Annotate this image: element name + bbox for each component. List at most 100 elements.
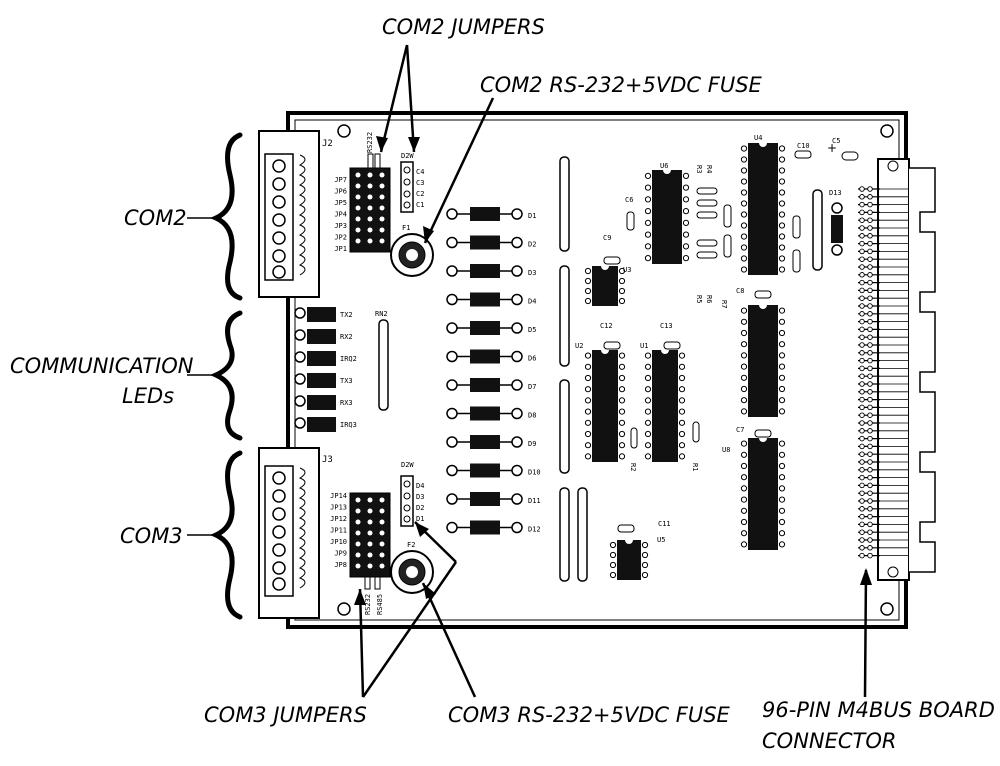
jumper-pin	[367, 541, 373, 547]
led-label: RX2	[340, 333, 353, 341]
ic-chip	[740, 305, 786, 417]
mounting-hole-bl	[337, 602, 351, 616]
communication-leds-label-line2: LEDs	[122, 384, 174, 408]
diode-pad	[446, 293, 458, 306]
diode-body	[470, 406, 500, 421]
diode-pad	[511, 407, 523, 420]
jumper-pin	[367, 227, 373, 233]
diode-label: D2	[528, 241, 536, 249]
diode-label: D6	[528, 355, 536, 363]
ic-label: U8	[722, 446, 730, 454]
jumper-pin	[355, 563, 361, 569]
diode-pad	[446, 379, 458, 391]
resistor-label: R4	[705, 165, 713, 173]
led-label: IRQ3	[340, 421, 357, 429]
resistor-label: R3	[695, 165, 703, 173]
diode-label: D10	[528, 469, 541, 477]
jumper-pin	[355, 541, 361, 547]
ic-label: U5	[657, 536, 665, 544]
jumper-label: C2	[416, 190, 424, 198]
led-body	[307, 417, 336, 432]
resistor-label: R5	[695, 295, 703, 303]
j3-connector	[258, 447, 320, 619]
jumper-label: JP2	[334, 234, 347, 242]
jumper-label: JP3	[334, 222, 347, 230]
jumper-pin	[379, 497, 385, 503]
jumper-label: D2	[416, 504, 424, 512]
com2-jumper-block	[349, 153, 391, 253]
diode-pad	[511, 265, 523, 277]
diode-pad	[446, 208, 458, 220]
jumper-pin	[367, 205, 373, 211]
jumper-label: JP8	[334, 561, 347, 569]
diode-body	[470, 463, 500, 478]
diode-label: D4	[528, 298, 536, 306]
diode-pad	[446, 407, 458, 420]
capacitor-label: C12	[600, 322, 613, 330]
jumper-pin	[379, 519, 385, 525]
diode-pad	[511, 322, 523, 334]
jumper-label: JP1	[334, 245, 347, 253]
j2-terminals	[272, 159, 286, 279]
ic-label: U6	[660, 162, 668, 170]
ic-chip	[584, 350, 626, 462]
capacitor-label: C9	[603, 234, 611, 242]
diode-pad	[511, 293, 523, 306]
diode-pad	[446, 493, 458, 505]
com3-d-header	[400, 475, 414, 527]
ic-chip	[740, 143, 786, 275]
diode-label: D11	[528, 497, 541, 505]
jumper-pin	[379, 238, 385, 244]
resistor-label: R1	[691, 463, 699, 471]
diode-pad	[511, 379, 523, 391]
ic-chip	[609, 540, 649, 580]
led-body	[307, 351, 336, 366]
jumper-label: D4	[416, 482, 424, 490]
mounting-hole-tr	[880, 124, 894, 138]
resistors	[630, 187, 718, 449]
j2-connector	[258, 130, 320, 298]
diode-body	[470, 207, 500, 221]
diode-pad	[446, 265, 458, 277]
capacitor-label: C10	[797, 142, 810, 150]
jumper-pin	[379, 227, 385, 233]
jumper-label: JP13	[330, 504, 347, 512]
jumper-pin	[367, 183, 373, 189]
jumper-pin	[379, 541, 385, 547]
j2-label: J2	[322, 139, 333, 149]
capacitor-label: C5	[832, 137, 840, 145]
f2-label: F2	[407, 541, 415, 549]
jumper-pin	[379, 172, 385, 178]
com3-fuse-label: COM3 RS-232+5VDC FUSE	[448, 703, 731, 727]
diode-pad	[511, 493, 523, 505]
d2w-bottom-label: D2W	[401, 461, 414, 469]
mounting-hole-tl	[337, 124, 351, 138]
integrated-circuits	[584, 143, 786, 580]
jumper-pin	[355, 205, 361, 211]
j3-label: J3	[322, 455, 333, 465]
jumper-pin	[379, 552, 385, 558]
vertical-bars	[559, 156, 823, 582]
jumper-pin	[355, 519, 361, 525]
resistor-label: R7	[720, 300, 728, 308]
jumper-pin	[367, 508, 373, 514]
capacitors	[603, 150, 859, 533]
diode-pad	[511, 236, 523, 249]
led-label: IRQ2	[340, 355, 357, 363]
jumper-pin	[355, 552, 361, 558]
jumper-pin	[355, 183, 361, 189]
jumper-label: JP4	[334, 211, 347, 219]
diode-body	[470, 264, 500, 278]
diode-body	[470, 292, 500, 307]
led-pad	[294, 351, 306, 363]
jumper-label: JP10	[330, 538, 347, 546]
diode-body	[470, 378, 500, 392]
jumper-pin	[355, 194, 361, 200]
jumper-label: JP14	[330, 492, 347, 500]
ic-chip	[644, 170, 690, 264]
